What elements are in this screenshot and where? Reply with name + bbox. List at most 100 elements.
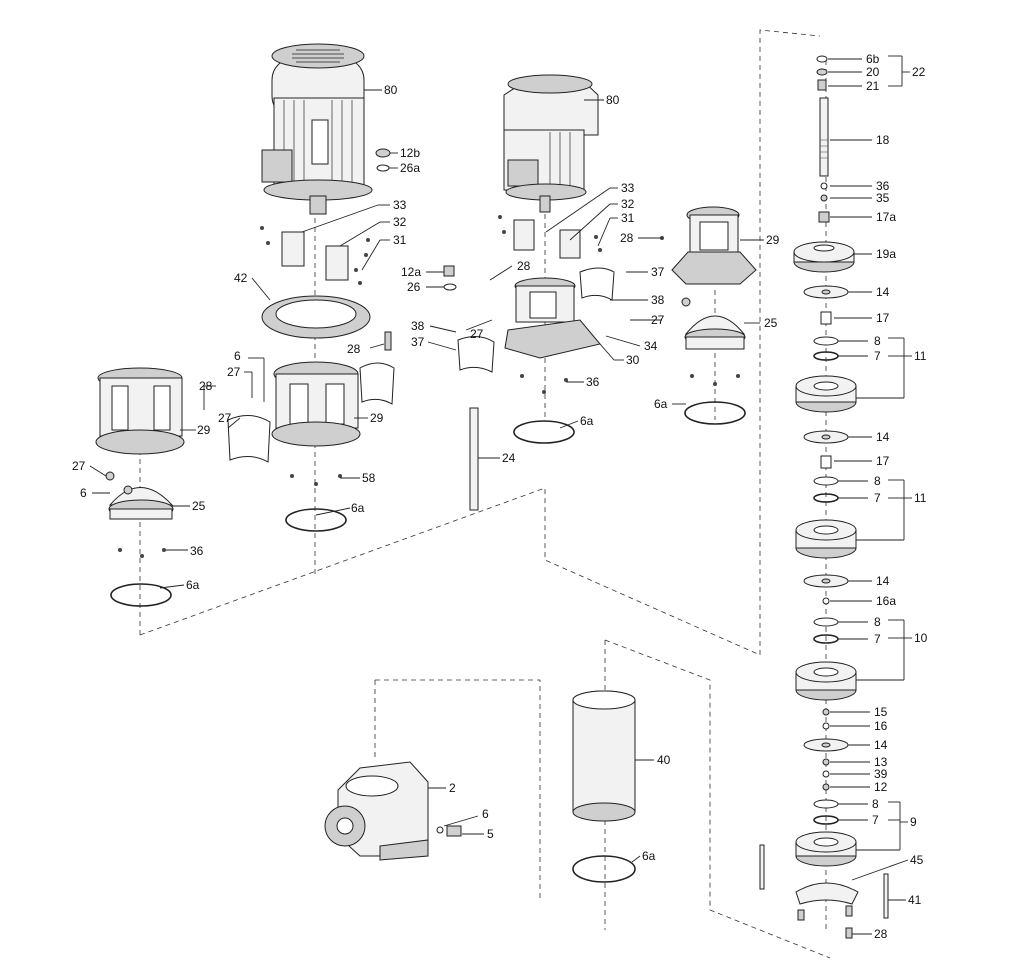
label-27: 27 (218, 411, 232, 425)
label-36: 36 (190, 544, 204, 558)
label-5: 5 (487, 827, 494, 841)
motor-stool-left (95, 367, 185, 455)
label-11: 11 (914, 349, 927, 363)
sleeve-40 (572, 690, 636, 822)
label-21: 21 (866, 79, 880, 93)
coupling-left (260, 226, 370, 285)
label-6a: 6a (642, 849, 656, 863)
label-6a: 6a (580, 414, 594, 428)
label-15: 15 (874, 705, 888, 719)
label-30: 30 (626, 353, 640, 367)
label-10: 10 (914, 631, 928, 645)
label-12a: 12a (401, 265, 421, 279)
pin-28-left (384, 331, 392, 351)
label-8: 8 (874, 474, 881, 488)
label-27: 27 (470, 327, 484, 341)
label-17: 17 (876, 454, 890, 468)
motor-left (261, 43, 373, 215)
label-2: 2 (449, 781, 456, 795)
label-35: 35 (876, 191, 890, 205)
label-6: 6 (482, 807, 489, 821)
label-37: 37 (411, 335, 425, 349)
label-36: 36 (586, 375, 600, 389)
label-7: 7 (872, 813, 879, 827)
adapter-flange-42 (261, 295, 371, 339)
label-32: 32 (621, 197, 635, 211)
label-26: 26 (407, 280, 421, 294)
coupling-guard-left (227, 415, 271, 463)
label-41: 41 (908, 893, 922, 907)
pump-base-2 (324, 761, 429, 861)
label-6a: 6a (654, 397, 668, 411)
label-22: 22 (912, 65, 926, 79)
label-11: 11 (914, 491, 927, 505)
label-12b: 12b (400, 146, 420, 160)
label-7: 7 (874, 491, 881, 505)
label-38: 38 (411, 319, 425, 333)
label-33: 33 (621, 181, 635, 195)
label-25: 25 (192, 499, 206, 513)
label-20: 20 (866, 65, 880, 79)
o-rings (110, 401, 746, 883)
label-25: 25 (764, 316, 778, 330)
motor-stool-center (504, 277, 601, 359)
label-6: 6 (80, 486, 87, 500)
label-42: 42 (234, 271, 248, 285)
label-6: 6 (234, 349, 241, 363)
coupling-right (498, 215, 664, 259)
label-33: 33 (393, 198, 407, 212)
label-8: 8 (872, 797, 879, 811)
label-6a: 6a (351, 501, 365, 515)
label-14: 14 (876, 430, 890, 444)
bolts (118, 374, 740, 558)
label-14: 14 (874, 738, 888, 752)
motor-stool-right (671, 206, 757, 285)
label-28: 28 (517, 259, 531, 273)
label-14: 14 (876, 285, 890, 299)
label-7: 7 (874, 349, 881, 363)
label-14: 14 (876, 574, 890, 588)
label-31: 31 (621, 211, 635, 225)
seal-12a-26 (443, 265, 457, 291)
label-7: 7 (874, 632, 881, 646)
label-36: 36 (876, 179, 890, 193)
label-9: 9 (910, 815, 917, 829)
label-27: 27 (227, 365, 241, 379)
pump-head-left (108, 485, 174, 520)
label-26a: 26a (400, 161, 420, 175)
label-37: 37 (651, 265, 665, 279)
part-labels: 80 12b 26a 33 32 31 42 28 6 27 28 27 29 … (72, 52, 928, 941)
label-40: 40 (657, 753, 671, 767)
label-28: 28 (874, 927, 888, 941)
label-80: 80 (606, 93, 620, 107)
label-19a: 19a (876, 247, 896, 261)
label-24: 24 (502, 451, 516, 465)
leader-lines (89, 55, 912, 935)
label-39: 39 (874, 767, 888, 781)
label-38: 38 (651, 293, 665, 307)
motor-stool-center-left (271, 361, 361, 447)
seal-12b-26a (375, 148, 391, 172)
label-28: 28 (620, 231, 634, 245)
plug-left (105, 471, 115, 481)
stack-parts (759, 55, 889, 939)
label-28: 28 (199, 379, 213, 393)
label-29: 29 (370, 411, 384, 425)
label-16: 16 (874, 719, 888, 733)
label-32: 32 (393, 215, 407, 229)
label-8: 8 (874, 334, 881, 348)
tie-rod-24 (469, 407, 479, 511)
label-17: 17 (876, 311, 890, 325)
pump-head-right (681, 297, 746, 350)
label-29: 29 (766, 233, 780, 247)
label-34: 34 (644, 339, 658, 353)
label-8: 8 (874, 615, 881, 629)
coupling-guard-center (457, 267, 615, 373)
label-28: 28 (347, 342, 361, 356)
drain-plug-5-6 (436, 825, 462, 837)
label-13: 13 (874, 755, 888, 769)
label-27: 27 (72, 459, 86, 473)
coupling-guard-left-2 (359, 362, 395, 405)
label-80: 80 (384, 83, 398, 97)
